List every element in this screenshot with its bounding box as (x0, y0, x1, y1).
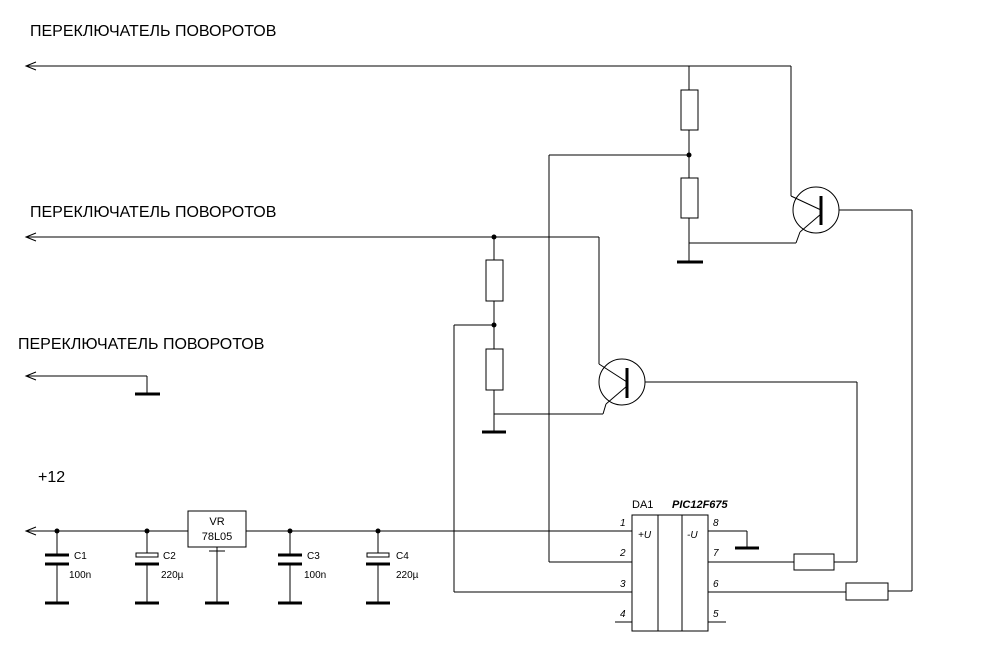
switch-label-3: ПЕРЕКЛЮЧАТЕЛЬ ПОВОРОТОВ (18, 336, 264, 353)
supply-label: +12 (38, 469, 65, 486)
signal-line-3 (24, 371, 160, 396)
voltage-regulator (187, 510, 247, 605)
pin-6: 6 (713, 579, 719, 590)
pin-2: 2 (619, 548, 626, 559)
switch-label-2: ПЕРЕКЛЮЧАТЕЛЬ ПОВОРОТОВ (30, 204, 276, 221)
switch-label-1: ПЕРЕКЛЮЧАТЕЛЬ ПОВОРОТОВ (30, 23, 276, 40)
c3-name: C3 (307, 551, 320, 562)
pin-4: 4 (620, 609, 626, 620)
mcu-ref: DA1 (632, 499, 653, 511)
resistor-r5 (793, 553, 835, 571)
vr-name: VR (209, 516, 224, 528)
capacitor-c4 (366, 531, 390, 605)
pin-8: 8 (713, 518, 719, 529)
power-rail (24, 526, 632, 536)
signal-line-1 (24, 61, 792, 196)
pin-1: 1 (620, 518, 626, 529)
vr-value: 78L05 (202, 531, 233, 543)
c2-name: C2 (163, 551, 176, 562)
resistor-r6 (845, 582, 889, 601)
pin-3: 3 (620, 579, 626, 590)
pin-5: 5 (713, 609, 719, 620)
signal-line-2 (24, 232, 600, 364)
capacitor-c1 (45, 531, 69, 605)
capacitor-c3 (278, 531, 302, 605)
c1-value: 100n (69, 570, 91, 581)
mcu-part: PIC12F675 (672, 499, 729, 511)
resistor-r1 (680, 89, 699, 131)
mcu-chip (615, 514, 846, 632)
c2-value: 220µ (161, 570, 184, 581)
resistor-r4 (485, 348, 504, 391)
transistor-q1 (689, 186, 913, 592)
mcu-minus-label: -U (687, 530, 698, 541)
transistor-q2 (494, 358, 858, 563)
c3-value: 100n (304, 570, 326, 581)
resistor-r2 (680, 177, 699, 219)
mcu-plus-label: +U (638, 530, 652, 541)
pin-7: 7 (713, 548, 719, 559)
c1-name: C1 (74, 551, 87, 562)
c4-name: C4 (396, 551, 409, 562)
c4-value: 220µ (396, 570, 419, 581)
capacitor-c2 (135, 531, 159, 605)
resistor-r3 (485, 259, 504, 302)
